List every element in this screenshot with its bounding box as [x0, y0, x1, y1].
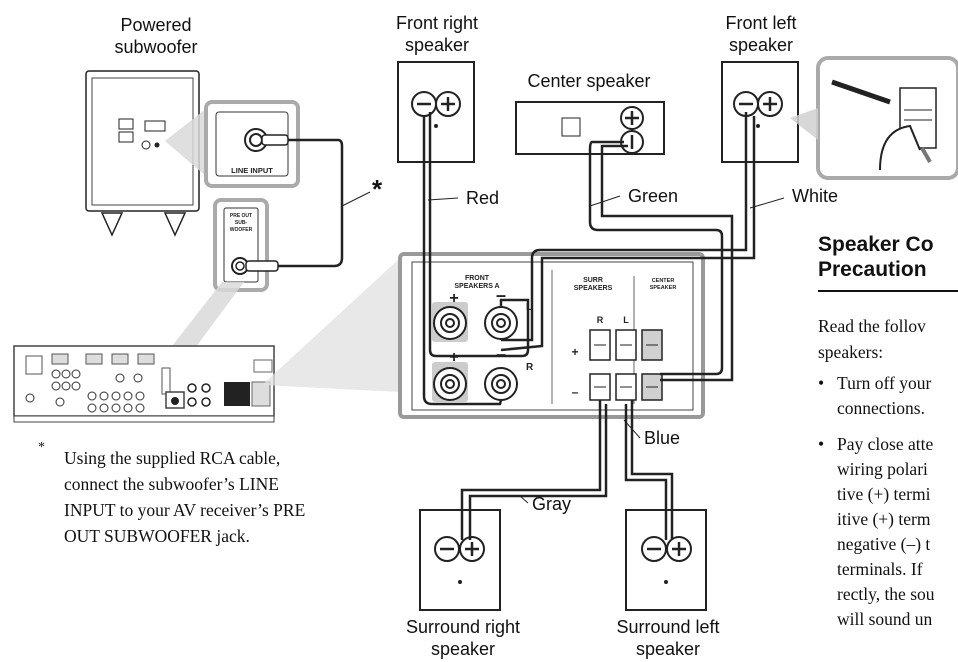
surr-minus: –: [572, 385, 579, 399]
rca-cable-asterisk: *: [372, 174, 383, 204]
bullet2-line2: wiring polari: [837, 459, 928, 479]
intro-line2: speakers:: [818, 342, 884, 362]
surr-L-label: L: [623, 315, 629, 325]
front-right-label: Front right speaker: [372, 12, 502, 56]
pre-out-zoom: [213, 198, 279, 292]
pre-out-label: PRE OUT: [230, 213, 252, 219]
center-speaker-term-label: CENTER: [652, 278, 675, 284]
surr-speakers-sub-label: SPEAKERS: [574, 285, 613, 292]
center-speaker-term-sub-label: SPEAKER: [650, 285, 677, 291]
av-receiver-illustration: [13, 345, 275, 423]
front-left-label-line1: Front left: [725, 13, 797, 33]
heading-rule: [818, 290, 958, 292]
front-right-speaker: [397, 61, 475, 163]
section-heading-line1: Speaker Co: [818, 233, 934, 256]
section-heading-line2: Precaution: [818, 258, 927, 281]
zoom-callout-wedge: [165, 108, 207, 177]
surround-right-label-line1: Surround right: [405, 617, 521, 637]
center-speaker: [515, 101, 665, 155]
wire-label-blue: Blue: [644, 428, 681, 448]
pre-out-woofer-label: WOOFER: [230, 227, 253, 233]
front-R-label: R: [526, 362, 534, 373]
bullet2-line4: itive (+) term: [837, 509, 931, 529]
subwoofer-label-line1: Powered: [120, 15, 192, 35]
surr-R-label: R: [597, 315, 604, 325]
surround-left-label-line1: Surround left: [616, 617, 720, 637]
front-right-label-line1: Front right: [395, 13, 479, 33]
front-speakers-a-label: SPEAKERS A: [454, 283, 499, 290]
wire-label-leaders: [341, 191, 785, 504]
front-left-speaker: [721, 61, 799, 163]
line-input-zoom: [204, 100, 300, 188]
front-minus-bottom: –: [496, 344, 506, 364]
bullet2-marker: •: [818, 434, 825, 454]
speaker-terminal-panel: [398, 252, 705, 419]
speaker-wires: [422, 112, 756, 540]
subwoofer-label-line2: subwoofer: [114, 37, 198, 57]
footnote-line2: connect the subwoofer’s LINE: [64, 474, 279, 494]
bullet2-line6: terminals. If: [837, 559, 923, 579]
bullet2-line3: tive (+) termi: [837, 484, 931, 504]
wire-label-white: White: [792, 186, 839, 206]
zoom-callout-wedge-inset: [790, 108, 818, 140]
line-input-label: LINE INPUT: [231, 166, 273, 175]
front-L-label: L: [526, 302, 532, 313]
intro-line1: Read the follov: [818, 316, 926, 336]
center-speaker-label: Center speaker: [527, 71, 651, 91]
pre-out-sub-label: SUB-: [235, 220, 248, 226]
surround-right-label-line2: speaker: [430, 639, 496, 659]
footnote-line1: Using the supplied RCA cable,: [64, 448, 281, 468]
bullet2-line5: negative (–) t: [837, 534, 931, 554]
surr-speakers-label: SURR: [583, 277, 603, 284]
bullet2-line8: will sound un: [837, 609, 933, 629]
bullet2-line1: Pay close atte: [837, 434, 934, 454]
front-right-label-line2: speaker: [404, 35, 470, 55]
subwoofer-label: Powered subwoofer: [96, 14, 216, 58]
front-left-label-line2: speaker: [728, 35, 794, 55]
wire-insertion-inset: [816, 56, 958, 180]
front-plus-bottom: +: [449, 349, 458, 366]
front-plus-top: +: [449, 290, 458, 307]
surr-plus: +: [571, 345, 578, 359]
front-speakers-label: FRONT: [465, 275, 490, 282]
surround-left-label-line2: speaker: [635, 639, 701, 659]
wire-label-gray: Gray: [532, 494, 572, 514]
bullet1-marker: •: [818, 373, 825, 393]
front-minus-top: –: [496, 285, 506, 305]
surround-right-speaker: [419, 509, 501, 611]
bullet2-line7: rectly, the sou: [837, 584, 935, 604]
footnote-line3: INPUT to your AV receiver’s PRE: [64, 500, 306, 520]
surround-left-label: Surround left speaker: [600, 616, 736, 660]
footnote-marker: *: [38, 440, 45, 455]
zoom-callout-wedge-preout: [165, 282, 244, 355]
footnote-line4: OUT SUBWOOFER jack.: [64, 526, 250, 546]
zoom-callout-wedge-speakers: [262, 258, 400, 392]
surround-right-label: Surround right speaker: [390, 616, 536, 660]
wire-label-red: Red: [466, 188, 500, 208]
bullet1-line1: Turn off your: [837, 373, 932, 393]
rca-cable: [278, 138, 344, 268]
front-left-label: Front left speaker: [696, 12, 826, 56]
wire-label-green: Green: [628, 186, 679, 206]
section-heading: Speaker Co Precaution: [818, 232, 934, 282]
bullet1-line2: connections.: [837, 398, 925, 418]
